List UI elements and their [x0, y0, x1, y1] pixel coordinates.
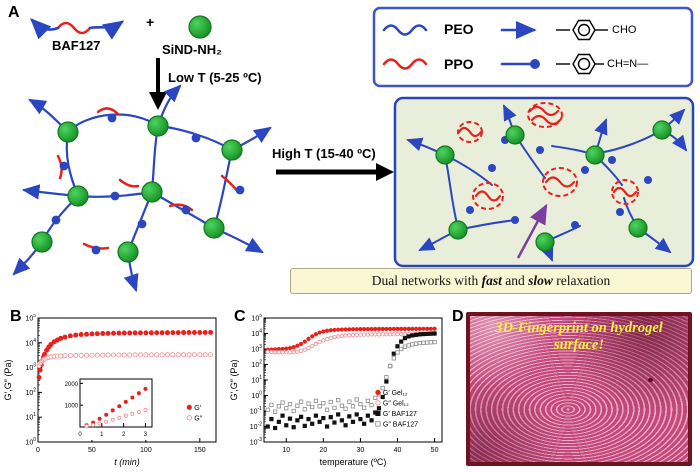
svg-text:10: 10: [282, 447, 290, 454]
banner-text-post: relaxation: [552, 273, 611, 288]
high-t-arrow-icon: [276, 163, 394, 181]
svg-text:100: 100: [251, 391, 262, 401]
svg-text:102: 102: [251, 360, 262, 370]
fingerprint-caption: 3D-Fingerprint on hydrogel surface!: [495, 320, 663, 353]
nanoparticle-icon: [188, 15, 212, 39]
svg-text:G″: G″: [194, 415, 202, 422]
svg-text:0: 0: [36, 447, 40, 454]
svg-text:101: 101: [25, 412, 36, 422]
svg-text:101: 101: [251, 375, 262, 385]
svg-text:temperature (ºC): temperature (ºC): [320, 457, 387, 467]
transient-bond-circles: [457, 102, 639, 210]
svg-text:105: 105: [251, 314, 262, 323]
banner-text-fast: fast: [481, 273, 502, 288]
chart-c-modulus-vs-temperature: 10 20 30 40 50 10-3 10-2 10-1 100 101 102 103 104 105…: [228, 314, 448, 468]
panel-a-label: A: [8, 4, 20, 21]
reactant-baf127-label: BAF127: [52, 38, 101, 53]
legend-cho-label: CHO: [612, 24, 637, 36]
chart-b-inset-early-time: 0 1 2 3 1000 2000: [56, 376, 156, 440]
legend-imine-label: CH=N—: [607, 58, 649, 70]
svg-text:10-1: 10-1: [250, 406, 262, 416]
panel-a-diagram: [12, 6, 695, 293]
svg-text:1000: 1000: [65, 404, 79, 410]
svg-text:100: 100: [140, 447, 152, 454]
banner-text-pre: Dual networks with: [371, 273, 482, 288]
svg-text:t (min): t (min): [114, 457, 140, 467]
svg-text:3: 3: [144, 432, 148, 438]
svg-text:30: 30: [357, 447, 365, 454]
svg-text:150: 150: [194, 447, 206, 454]
svg-text:103: 103: [251, 344, 262, 354]
imine-structure-icon: [556, 53, 604, 75]
svg-text:2000: 2000: [65, 382, 79, 388]
plus-sign: +: [146, 14, 155, 30]
speck: [648, 378, 653, 382]
svg-text:10-2: 10-2: [250, 422, 262, 432]
banner-text-slow: slow: [528, 273, 553, 288]
svg-text:G′: G′: [194, 405, 201, 412]
benzaldehyde-structure-icon: [556, 19, 608, 41]
svg-text:50: 50: [88, 447, 96, 454]
svg-text:50: 50: [431, 447, 439, 454]
svg-text:2: 2: [122, 432, 126, 438]
fingerprint-photo: 3D-Fingerprint on hydrogel surface!: [466, 312, 692, 466]
ppo-chain-icon: [382, 58, 428, 70]
reactant-sind-label: SiND-NH₂: [162, 42, 222, 57]
svg-text:G′,G″ (Pa): G′,G″ (Pa): [229, 360, 239, 401]
svg-text:104: 104: [25, 338, 36, 348]
legend-ppo-label: PPO: [444, 56, 474, 72]
legend-peo-label: PEO: [444, 21, 474, 37]
svg-text:G′ Gel₁₂: G′ Gel₁₂: [383, 390, 408, 397]
panel-d-label: D: [452, 308, 464, 325]
panel-d: D 3D-Fingerprint on hydrogel surface!: [450, 304, 700, 472]
svg-text:G′,G″ (Pa): G′,G″ (Pa): [3, 360, 13, 401]
svg-text:103: 103: [25, 363, 36, 373]
svg-text:G″ BAF127: G″ BAF127: [383, 421, 418, 428]
svg-text:102: 102: [25, 387, 36, 397]
low-t-label: Low T (5-25 ºC): [168, 70, 262, 85]
svg-text:1: 1: [100, 432, 104, 438]
svg-text:G″ Gel₁₂: G″ Gel₁₂: [383, 400, 409, 407]
svg-text:20: 20: [319, 447, 327, 454]
panel-c-label: C: [234, 308, 246, 325]
dot-end-circle-icon: [530, 59, 540, 69]
low-t-network-diagram: [12, 84, 272, 293]
svg-text:100: 100: [25, 437, 36, 447]
svg-text:40: 40: [394, 447, 402, 454]
pointer-arrow-icon: [516, 203, 548, 259]
banner-text-mid: and: [501, 273, 529, 288]
svg-text:G′ BAF127: G′ BAF127: [383, 411, 417, 418]
svg-text:10-3: 10-3: [250, 437, 262, 447]
structure-legend-box: [372, 6, 694, 88]
dual-network-banner: Dual networks with fast and slow relaxat…: [290, 268, 692, 294]
baf127-molecule-icon: [30, 18, 125, 40]
svg-text:0: 0: [78, 432, 82, 438]
low-t-arrow-icon: [149, 58, 167, 110]
high-t-network-box: [393, 96, 695, 268]
svg-text:105: 105: [25, 314, 36, 323]
svg-text:104: 104: [251, 329, 262, 339]
high-t-label: High T (15-40 ºC): [272, 146, 376, 161]
panel-b-label: B: [10, 308, 22, 325]
peo-chain-icon: [382, 24, 428, 36]
